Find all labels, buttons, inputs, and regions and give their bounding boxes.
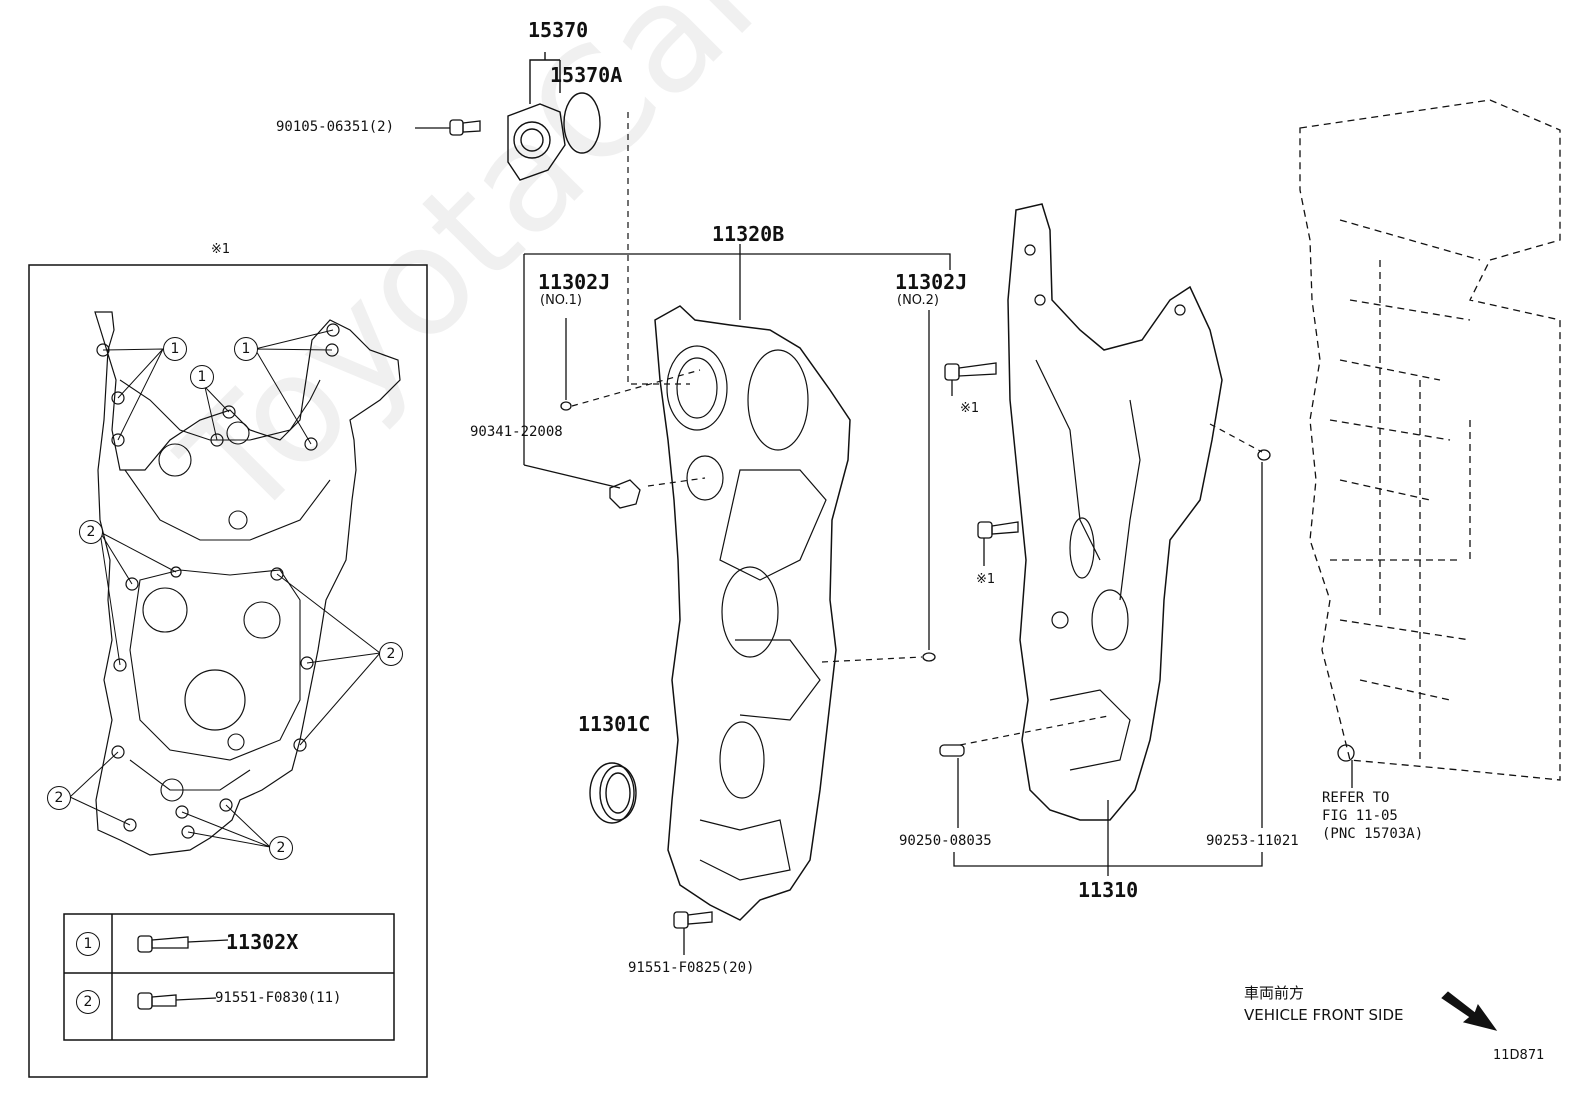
pins-11310-drawing <box>939 449 1271 876</box>
part-label-11302J-no2[interactable]: 11302J <box>895 270 968 294</box>
alignment-dashes <box>571 112 1263 746</box>
stud-note-lower: ※1 <box>976 572 996 587</box>
refer-line-1: REFER TO <box>1322 790 1390 806</box>
part-label-11320B[interactable]: 11320B <box>712 222 785 246</box>
part-label-90253-11021[interactable]: 90253-11021 <box>1206 833 1299 849</box>
gasket-hole-a <box>142 587 188 633</box>
part-label-90250-08035[interactable]: 90250-08035 <box>899 833 992 849</box>
chain-case-outline <box>1007 203 1223 821</box>
pin-no2-drawing <box>922 310 936 662</box>
gasket-hole-b <box>243 601 281 639</box>
legend-bolt-icons <box>137 935 229 1010</box>
callout-mark-2: 2 <box>47 786 71 810</box>
gasket-hole-e <box>228 510 248 530</box>
gasket-hole-f <box>160 778 184 802</box>
front-arrow <box>1441 991 1498 1031</box>
callout-mark-2: 2 <box>79 520 103 544</box>
part-label-11302J-no1[interactable]: 11302J <box>538 270 611 294</box>
gasket-hole-main <box>184 669 246 731</box>
callout-mark-2: 2 <box>379 642 403 666</box>
timing-cover-outline <box>654 305 851 921</box>
part-label-11301C[interactable]: 11301C <box>578 712 651 736</box>
callout-mark-2: 2 <box>269 836 293 860</box>
direction-jp: 車両前方 <box>1244 984 1305 1002</box>
seal-11301C-drawing <box>589 762 637 824</box>
bolt-90105-drawing <box>415 119 481 136</box>
gasket-hole-c <box>158 443 192 477</box>
timing-cover-details <box>666 345 827 881</box>
legend-part-11302X[interactable]: 11302X <box>226 930 299 954</box>
part-label-11302J-no1-sub: (NO.1) <box>540 293 582 308</box>
legend-mark-2: 2 <box>76 990 100 1014</box>
engine-block-dashed <box>1299 99 1561 781</box>
legend-part-91551-F0830[interactable]: 91551-F0830(11) <box>215 990 342 1006</box>
chain-case-details <box>1024 244 1186 771</box>
legend-mark-1: 1 <box>76 932 100 956</box>
bolt-91551-drawing <box>673 911 713 955</box>
gasket-hole-g <box>227 733 245 751</box>
callout-mark-1: 1 <box>163 337 187 361</box>
part-15370-drawing <box>507 52 601 181</box>
diagram-id: 11D871 <box>1493 1048 1545 1063</box>
direction-en: VEHICLE FRONT SIDE <box>1244 1006 1404 1024</box>
part-label-11310[interactable]: 11310 <box>1078 878 1139 902</box>
part-label-11302J-no2-sub: (NO.2) <box>897 293 939 308</box>
stud-bolts-drawing <box>944 362 1019 566</box>
refer-line-3: (PNC 15703A) <box>1322 826 1424 842</box>
detail-leaders <box>69 329 381 848</box>
part-label-15370[interactable]: 15370 <box>528 18 589 42</box>
callout-mark-1: 1 <box>190 365 214 389</box>
part-label-90341-22008[interactable]: 90341-22008 <box>470 424 563 440</box>
detail-box-note: ※1 <box>211 242 231 257</box>
part-label-90105-06351[interactable]: 90105-06351(2) <box>276 119 395 135</box>
refer-stud-drawing <box>1337 744 1355 788</box>
refer-line-2: FIG 11-05 <box>1322 808 1398 824</box>
part-label-15370A[interactable]: 15370A <box>550 63 623 87</box>
part-label-91551-F0825[interactable]: 91551-F0825(20) <box>628 960 755 976</box>
pin-no1-plug-drawing <box>523 318 641 509</box>
legend-table-lines <box>63 913 395 1041</box>
gasket-hole-d <box>226 421 250 445</box>
bolt-holes <box>96 323 340 839</box>
detail-box-frame <box>28 264 428 1078</box>
bracket-11320B <box>523 244 951 465</box>
callout-mark-1: 1 <box>234 337 258 361</box>
gasket-outline <box>94 311 401 856</box>
stud-note-upper: ※1 <box>960 401 980 416</box>
